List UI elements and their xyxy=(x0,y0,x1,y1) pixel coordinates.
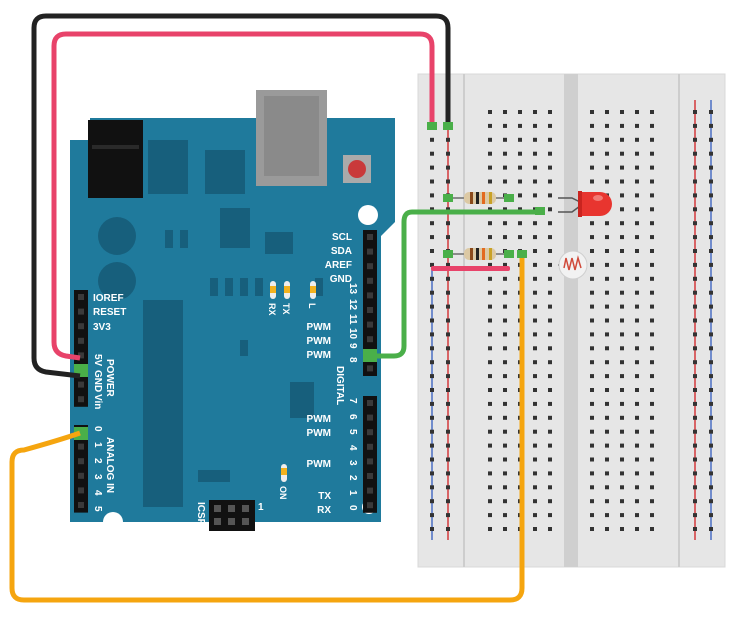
on-led-label: ON xyxy=(278,486,288,500)
wires xyxy=(9,13,545,603)
wire-5v xyxy=(51,31,435,361)
pin-label-5v: 5V xyxy=(92,354,103,367)
l-led-label: L xyxy=(307,303,317,309)
wire-gnd xyxy=(31,13,451,379)
left-pin-labels: IOREF RESET 3V3 5V GND Vin POWER 0 1 2 3… xyxy=(92,293,126,512)
analog-pin-4: 4 xyxy=(92,490,103,496)
tx-led-label: TX xyxy=(281,303,291,315)
pin-headers xyxy=(74,230,377,513)
pwm-label: PWM xyxy=(307,350,331,361)
mounting-hole xyxy=(103,512,123,532)
resistor xyxy=(448,248,509,260)
resistor xyxy=(448,192,509,204)
pwm-label: PWM xyxy=(307,414,331,425)
analog-pin-3: 3 xyxy=(92,474,103,480)
digital-pin-9: 9 xyxy=(347,343,358,349)
digital-pin-12: 12 xyxy=(347,299,358,311)
digital-pin-11: 11 xyxy=(347,314,358,325)
wire-a0 xyxy=(9,257,525,603)
rx-led-label: RX xyxy=(267,303,277,316)
power-label: POWER xyxy=(104,359,115,398)
pin-label-vin: Vin xyxy=(92,394,103,409)
digital-pin-3: 3 xyxy=(347,460,358,466)
breadboard xyxy=(417,73,726,568)
breadboard-holes xyxy=(430,110,713,531)
digital-pin-1: 1 xyxy=(347,490,358,496)
pin-label-scl: SCL xyxy=(332,232,352,243)
mounting-hole xyxy=(358,205,378,225)
rx-label: RX xyxy=(317,505,331,516)
digital-label: DIGITAL xyxy=(334,366,345,405)
photoresistor xyxy=(558,250,588,280)
red-led xyxy=(558,191,612,217)
analog-pin-2: 2 xyxy=(92,458,103,464)
components xyxy=(431,191,612,280)
pwm-label: PWM xyxy=(307,336,331,347)
analog-pin-5: 5 xyxy=(92,506,103,512)
pin-label-aref: AREF xyxy=(325,260,352,271)
analog-pin-1: 1 xyxy=(92,442,103,448)
right-pin-labels: SCL SDA AREF GND PWM PWM PWM PWM PWM PWM… xyxy=(307,232,358,516)
icsp-label: ICSP xyxy=(195,502,206,526)
pin-label-gnd-right: GND xyxy=(330,274,352,285)
digital-pin-7: 7 xyxy=(347,398,358,404)
header-strip xyxy=(74,425,88,513)
icsp-pin1-label: 1 xyxy=(258,502,264,513)
jumper-wire-short xyxy=(431,266,510,271)
pwm-label: PWM xyxy=(307,459,331,470)
tx-label: TX xyxy=(318,491,331,502)
digital-pin-6: 6 xyxy=(347,414,358,420)
header-strip xyxy=(74,290,88,407)
arduino-board xyxy=(70,90,395,532)
icsp-header xyxy=(209,500,255,531)
digital-pin-4: 4 xyxy=(347,445,358,451)
analog-in-label: ANALOG IN xyxy=(104,437,115,493)
header-strip xyxy=(363,230,377,376)
pin-label-reset: RESET xyxy=(93,307,126,318)
digital-pin-13: 13 xyxy=(347,283,358,295)
led-labels: RX TX L ON ICSP 1 xyxy=(195,303,317,526)
microcontroller-chip xyxy=(143,300,183,507)
pwm-label: PWM xyxy=(307,428,331,439)
digital-pin-10: 10 xyxy=(347,328,358,340)
breadboard-center-channel xyxy=(564,74,578,567)
pin-label-gnd: GND xyxy=(92,370,103,392)
pin-label-3v3: 3V3 xyxy=(93,322,111,333)
digital-pin-2: 2 xyxy=(347,475,358,481)
digital-pin-0: 0 xyxy=(347,505,358,511)
pin-label-sda: SDA xyxy=(331,246,352,257)
analog-pin-0: 0 xyxy=(92,426,103,432)
pin-label-ioref: IOREF xyxy=(93,293,124,304)
digital-pin-8: 8 xyxy=(347,357,358,363)
power-jack xyxy=(88,120,143,198)
header-strip xyxy=(363,396,377,513)
pwm-label: PWM xyxy=(307,322,331,333)
wire-pin9 xyxy=(368,209,540,359)
digital-pin-5: 5 xyxy=(347,429,358,435)
